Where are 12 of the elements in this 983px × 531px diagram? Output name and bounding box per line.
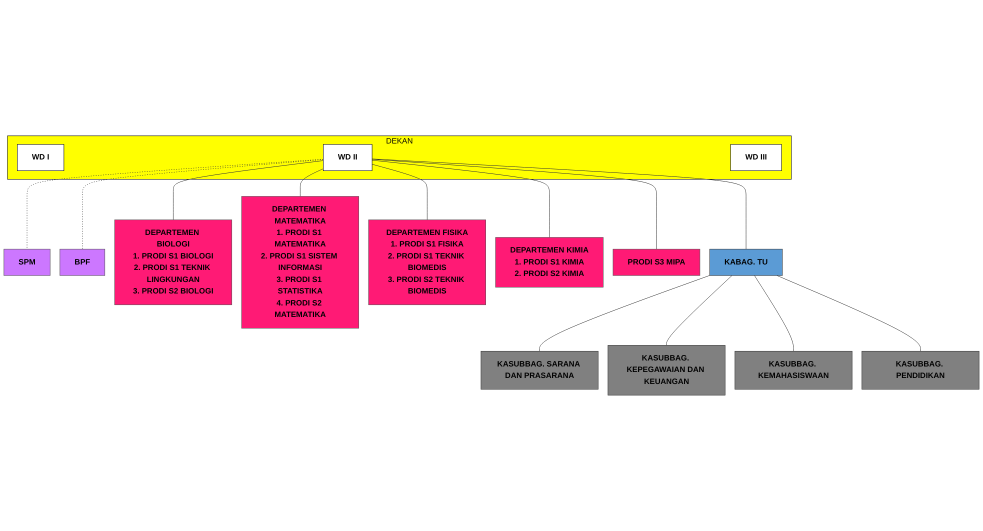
connector: [776, 275, 921, 352]
connector: [539, 275, 710, 352]
connector: [82, 159, 324, 250]
connector: [300, 168, 324, 197]
connector: [372, 164, 428, 220]
connector: [26, 158, 324, 250]
connector: [372, 159, 657, 250]
connector: [754, 275, 794, 352]
connector: [372, 160, 550, 238]
connector: [666, 275, 732, 346]
connector: [172, 160, 324, 220]
connector: [372, 158, 746, 250]
